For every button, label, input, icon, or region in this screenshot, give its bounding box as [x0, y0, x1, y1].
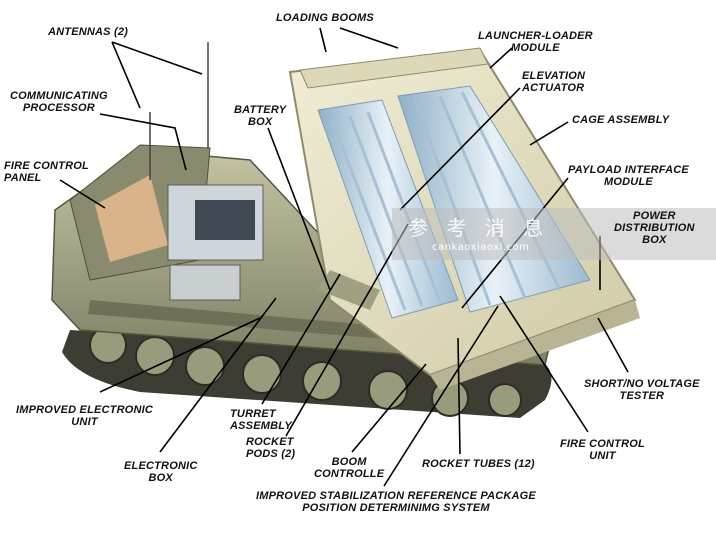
leader-fire-control-panel — [59, 179, 106, 209]
leader-rocket-tubes — [457, 337, 461, 455]
label-fire-control-unit: FIRE CONTROL UNIT — [560, 438, 645, 462]
leader-boom-1 — [319, 27, 327, 53]
label-launcher-loader-module: LAUNCHER-LOADER MODULE — [478, 30, 593, 54]
label-short-no-voltage-tester: SHORT/NO VOLTAGE TESTER — [584, 378, 700, 402]
label-improved-electronic-unit: IMPROVED ELECTRONIC UNIT — [16, 404, 154, 428]
watermark-band — [392, 208, 716, 260]
rocket-tube — [438, 95, 527, 299]
leader-stabilization — [383, 305, 499, 487]
label-boom-controller: BOOM CONTROLLE — [314, 456, 385, 480]
pod-base — [430, 300, 640, 390]
leader-battery-box — [267, 127, 331, 291]
leader-antenna-1 — [111, 41, 141, 109]
label-battery-box: BATTERY BOX — [234, 104, 287, 128]
label-stabilization-package: IMPROVED STABILIZATION REFERENCE PACKAGE… — [256, 490, 536, 514]
loading-boom-frame — [299, 47, 489, 89]
cab — [69, 144, 264, 301]
leader-boom-2 — [339, 27, 399, 49]
leader-launcher-module — [489, 47, 513, 69]
label-power-distribution-box: POWER DISTRIBUTION BOX — [614, 210, 695, 246]
leader-improved-electronic — [99, 317, 261, 393]
crew-seat — [95, 175, 168, 262]
watermark-chinese-text: 参 考 消 息 — [408, 216, 550, 240]
leader-boom-controller — [351, 363, 427, 453]
label-loading-booms: LOADING BOOMS — [276, 12, 374, 24]
label-electronic-box: ELECTRONIC BOX — [124, 460, 198, 484]
label-rocket-tubes: ROCKET TUBES (12) — [422, 458, 535, 470]
label-elevation-actuator: ELEVATION ACTUATOR — [522, 70, 586, 94]
road-wheel — [368, 370, 408, 410]
leader-rocket-pods — [285, 223, 409, 437]
leader-comm-processor — [99, 113, 187, 171]
road-wheel — [488, 383, 522, 417]
road-wheel — [302, 361, 342, 401]
pod-body — [317, 99, 459, 319]
leader-cage-assembly — [529, 121, 569, 146]
label-communicating-processor: COMMUNICATING PROCESSOR — [10, 90, 108, 114]
label-cage-assembly: CAGE ASSEMBLY — [572, 114, 670, 126]
label-rocket-pods: ROCKET PODS (2) — [246, 436, 296, 460]
leader-short-tester — [597, 317, 629, 373]
road-wheel — [185, 346, 225, 386]
leader-elevation-actuator — [399, 87, 521, 211]
road-wheel — [135, 336, 175, 376]
leader-antenna-2 — [111, 41, 203, 75]
fire-control-screen — [195, 200, 255, 240]
rocket-pod-left — [317, 99, 459, 319]
road-wheels — [89, 326, 522, 417]
leader-electronic-box — [159, 297, 277, 453]
road-wheel — [242, 354, 282, 394]
leader-fire-control-unit — [499, 295, 589, 433]
track-assembly — [62, 326, 552, 418]
rocket-tube — [413, 99, 492, 306]
electronic-box-unit — [169, 264, 241, 301]
leader-turret-assembly — [261, 273, 341, 405]
watermark-url: cankaoxiaoxi.com — [432, 242, 530, 253]
label-antennas: ANTENNAS (2) — [48, 26, 129, 38]
rocket-tube — [330, 119, 407, 311]
leader-lines — [59, 27, 629, 487]
rocket-tube — [348, 115, 424, 307]
label-turret-assembly: TURRET ASSEMBLY — [230, 408, 292, 432]
label-fire-control-panel: FIRE CONTROL PANEL — [4, 160, 89, 184]
label-payload-interface-module: PAYLOAD INTERFACE MODULE — [568, 164, 689, 188]
